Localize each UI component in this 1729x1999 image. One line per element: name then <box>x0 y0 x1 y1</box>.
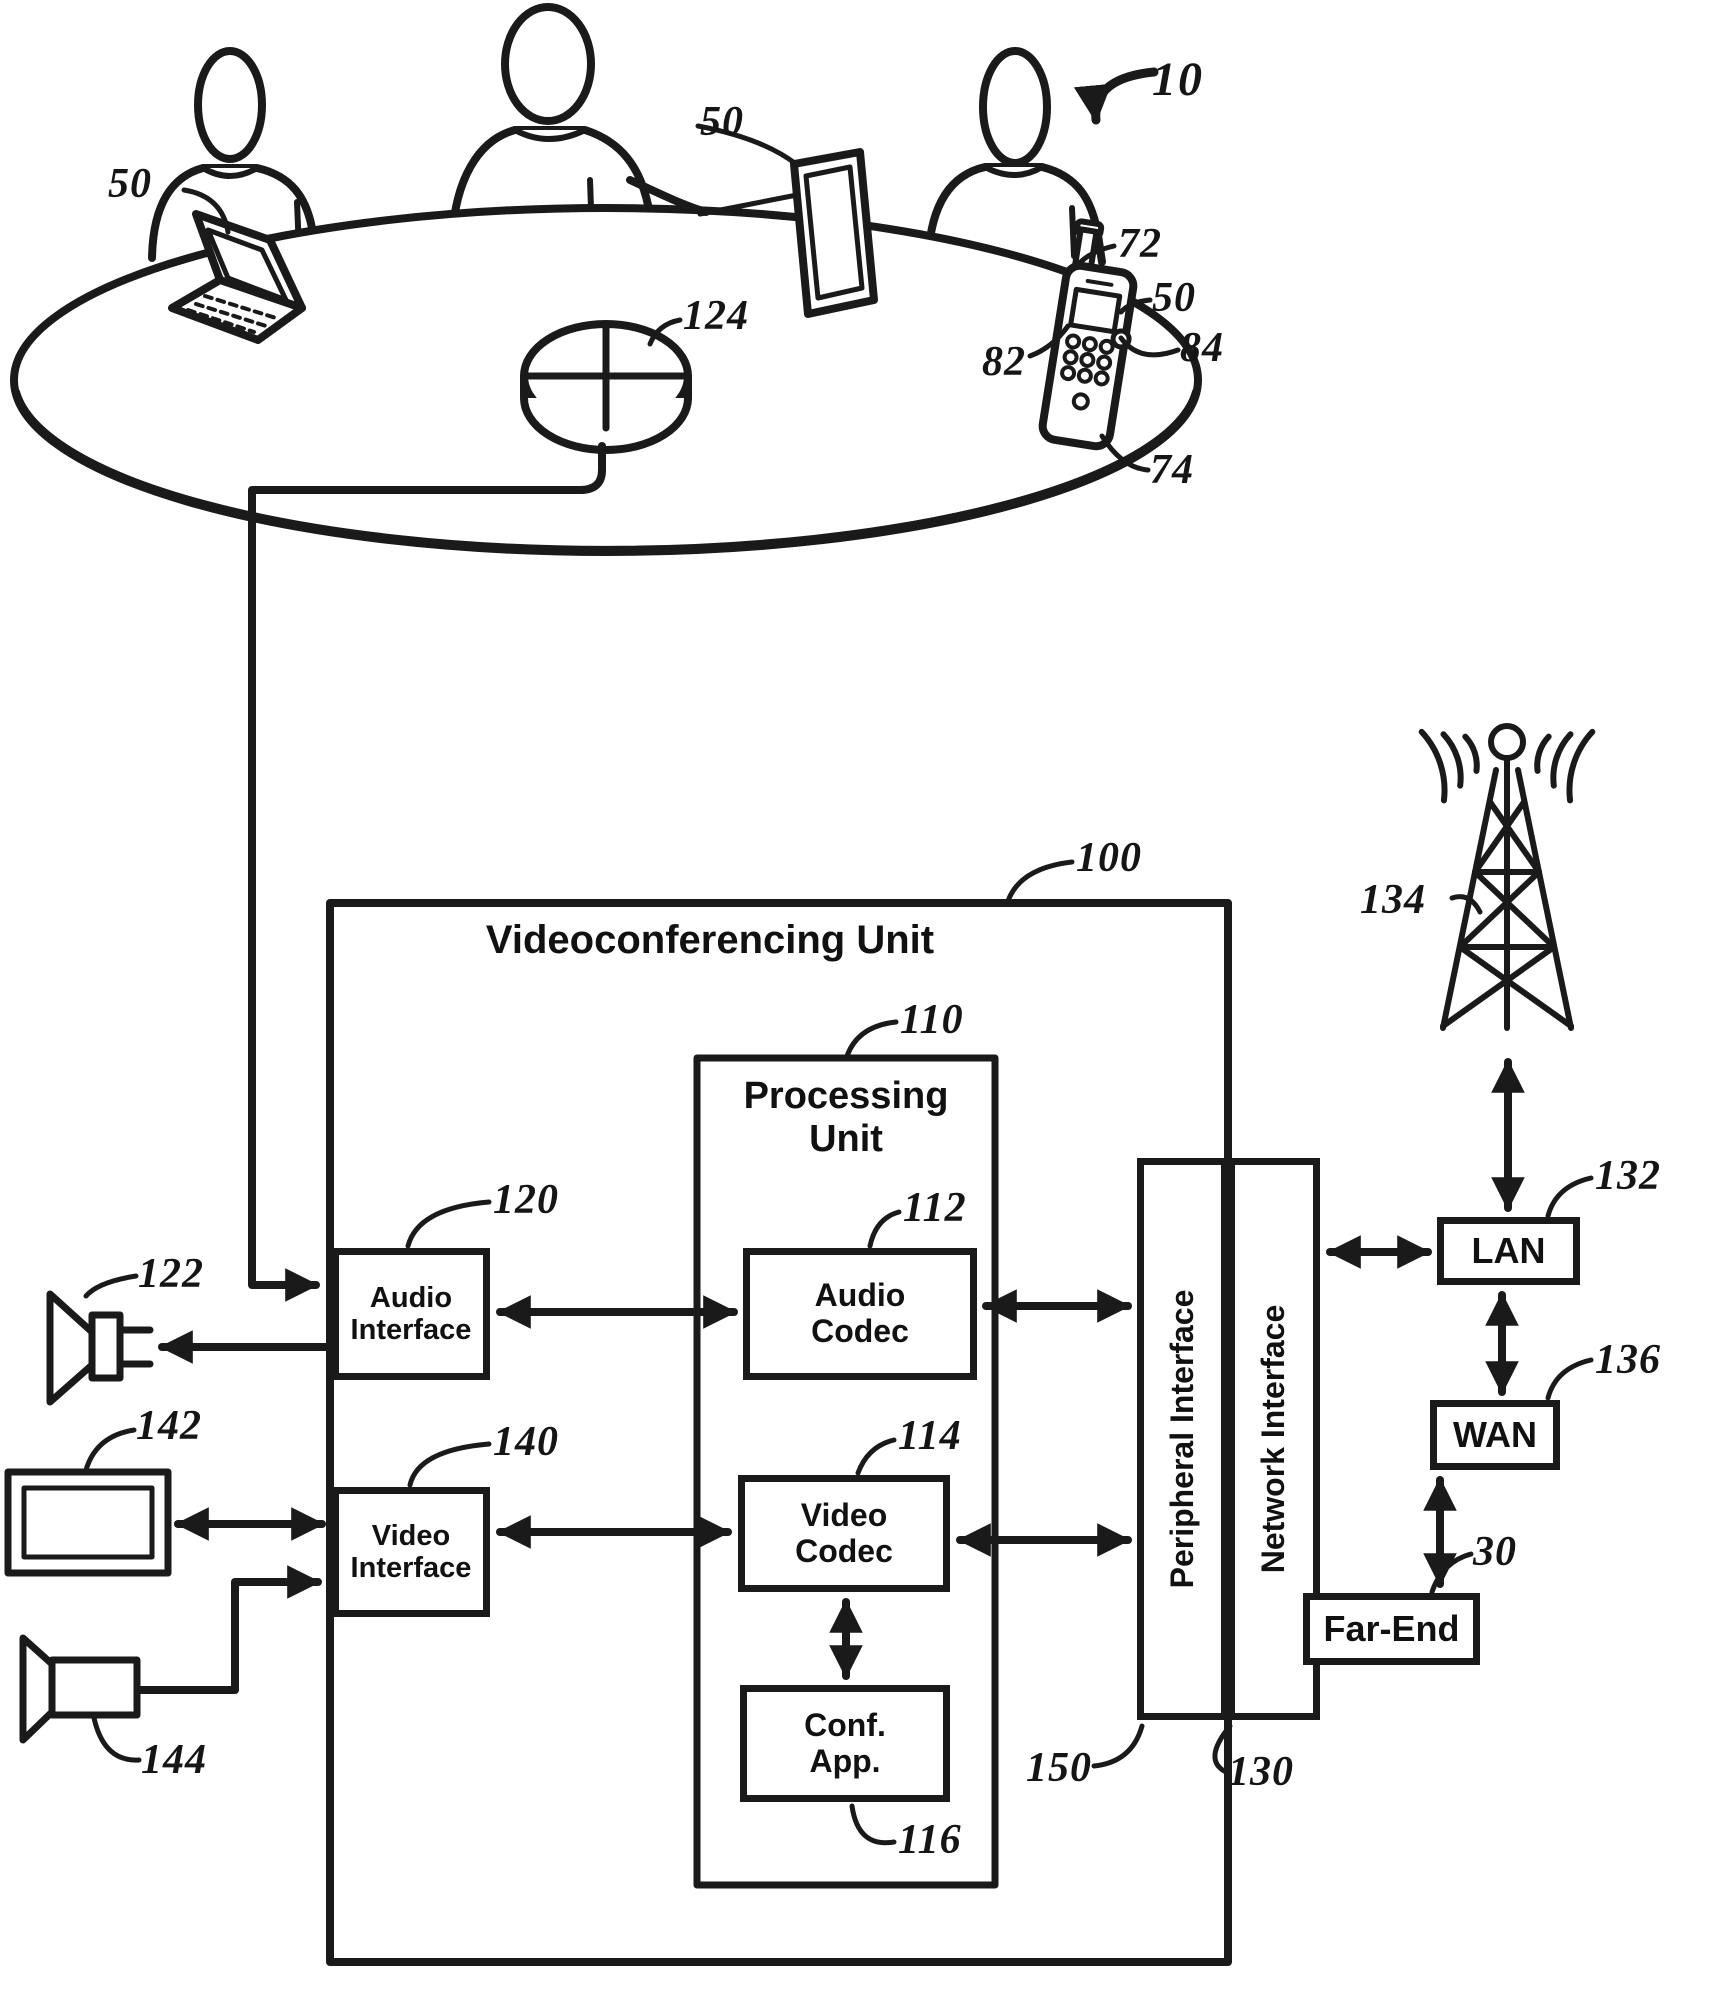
video-interface-label: Video Interface <box>350 1519 472 1584</box>
figure-ref-arrow <box>1073 67 1159 125</box>
diagram-leader-lines <box>83 859 1594 1846</box>
ref-82: 82 <box>982 339 1026 385</box>
video-interface-box: Video Interface <box>332 1487 490 1617</box>
leader-lines <box>181 123 1181 473</box>
ref-134: 134 <box>1360 877 1426 923</box>
loudspeaker-icon <box>46 1290 154 1406</box>
camera-icon <box>19 1634 141 1744</box>
speakerphone-icon <box>520 320 692 454</box>
ref-114: 114 <box>898 1413 962 1459</box>
ref-144: 144 <box>141 1737 207 1783</box>
processing-unit-title: Processing Unit <box>743 1075 949 1160</box>
ref-120: 120 <box>493 1177 559 1223</box>
ref-72: 72 <box>1118 221 1162 267</box>
mic-pod-wire <box>248 442 606 1302</box>
ref-122: 122 <box>138 1251 204 1297</box>
wan-label: WAN <box>1453 1413 1537 1455</box>
conf-app-box: Conf. App. <box>740 1685 950 1802</box>
ref-30: 30 <box>1473 1529 1517 1575</box>
ref-10: 10 <box>1152 53 1204 106</box>
ref-74: 74 <box>1150 447 1194 493</box>
network-interface-label: Network Interface <box>1255 1304 1292 1574</box>
peripheral-interface-box: Peripheral Interface <box>1137 1158 1228 1720</box>
ref-50-laptop: 50 <box>108 161 152 207</box>
connector-arrows <box>136 1058 1525 1694</box>
audio-interface-box: Audio Interface <box>332 1248 490 1380</box>
ref-124: 124 <box>683 293 749 339</box>
ref-130: 130 <box>1228 1749 1294 1795</box>
cell-tower-icon <box>1418 723 1596 1031</box>
video-codec-box: Video Codec <box>738 1475 950 1592</box>
laptop-icon <box>168 210 306 344</box>
ref-112: 112 <box>903 1185 967 1231</box>
videoconferencing-unit-title: Videoconferencing Unit <box>485 918 935 962</box>
lan-box: LAN <box>1437 1217 1580 1285</box>
display-icon <box>4 1468 172 1577</box>
ref-136: 136 <box>1595 1337 1661 1383</box>
lan-label: LAN <box>1471 1229 1546 1271</box>
ref-84: 84 <box>1180 325 1224 371</box>
far-end-label: Far-End <box>1323 1607 1460 1649</box>
ref-50-phone: 50 <box>1152 275 1196 321</box>
ref-110: 110 <box>900 997 964 1043</box>
ref-132: 132 <box>1595 1153 1661 1199</box>
audio-interface-label: Audio Interface <box>350 1281 472 1346</box>
conf-app-label: Conf. App. <box>804 1706 886 1779</box>
person-icon <box>924 47 1106 266</box>
peripheral-interface-label: Peripheral Interface <box>1163 1289 1200 1589</box>
arm <box>626 176 710 216</box>
ref-142: 142 <box>136 1403 202 1449</box>
ref-140: 140 <box>493 1419 559 1465</box>
far-end-box: Far-End <box>1303 1593 1480 1665</box>
audio-codec-box: Audio Codec <box>743 1248 977 1380</box>
tablet-icon <box>790 148 878 318</box>
wan-box: WAN <box>1430 1400 1560 1470</box>
stylus <box>697 191 805 217</box>
video-codec-label: Video Codec <box>795 1496 893 1569</box>
audio-codec-label: Audio Codec <box>811 1277 909 1349</box>
ref-150: 150 <box>1026 1745 1092 1791</box>
ref-100: 100 <box>1076 835 1142 881</box>
ref-116: 116 <box>898 1817 962 1863</box>
cell-phone-icon <box>1038 218 1138 451</box>
ref-50-tablet: 50 <box>700 99 744 145</box>
